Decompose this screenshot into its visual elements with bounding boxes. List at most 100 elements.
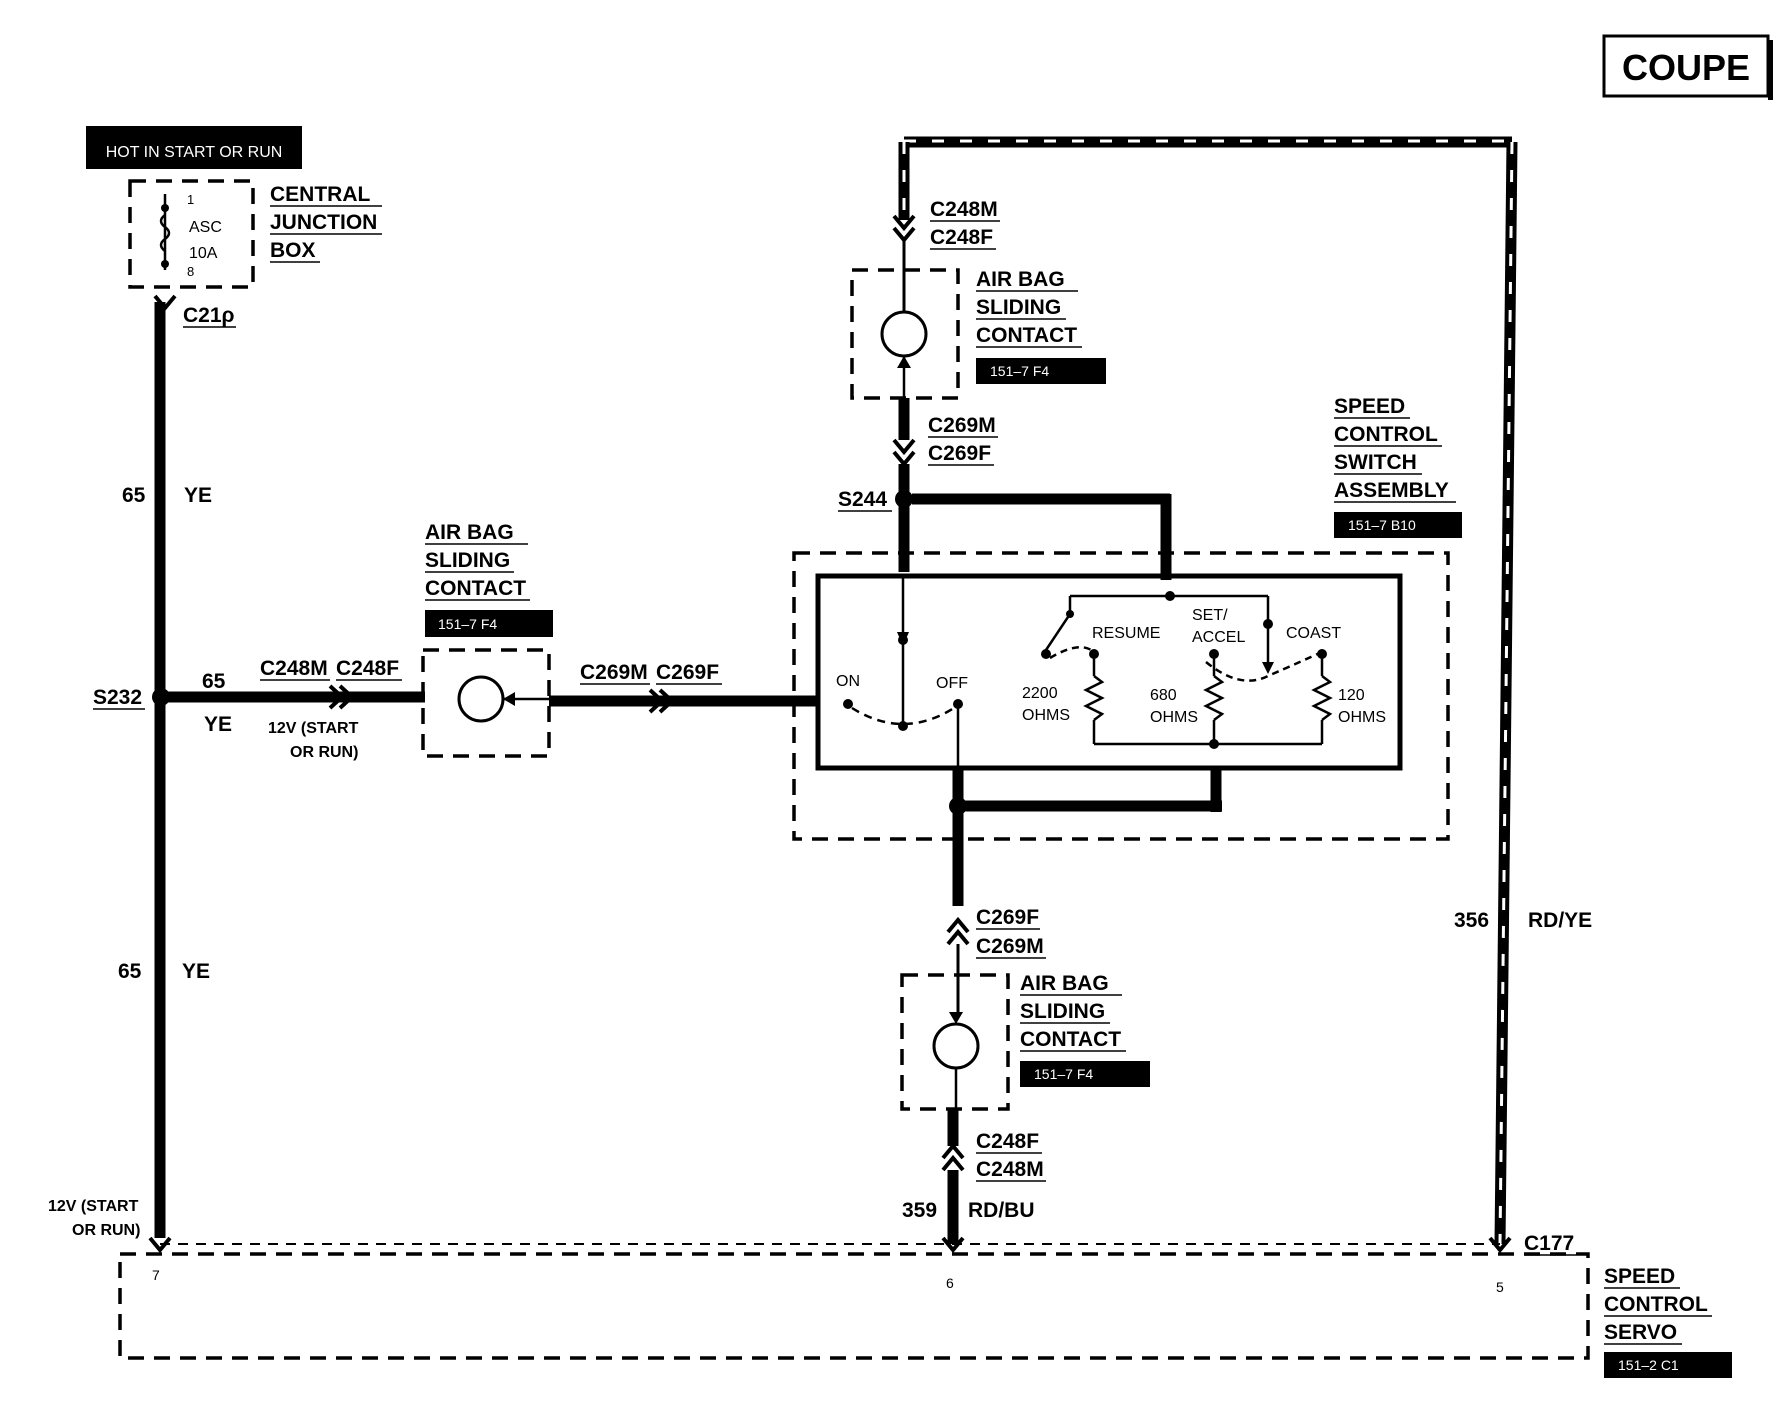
svg-text:OR RUN): OR RUN)	[290, 744, 358, 761]
svg-text:CONTACT: CONTACT	[425, 577, 526, 600]
svg-text:SERVO: SERVO	[1604, 1321, 1677, 1344]
resistor-2200-icon	[1083, 675, 1105, 721]
svg-text:65: 65	[202, 670, 226, 693]
svg-text:SWITCH: SWITCH	[1334, 451, 1417, 474]
svg-text:OFF: OFF	[936, 675, 968, 692]
svg-text:ACCEL: ACCEL	[1192, 629, 1245, 646]
wire-359-number: 359	[902, 1199, 937, 1222]
svg-text:C269F: C269F	[976, 906, 1039, 929]
splice-s244-label: S244	[838, 488, 887, 511]
svg-text:COAST: COAST	[1286, 625, 1341, 642]
wire-65-lower-color: YE	[182, 960, 210, 983]
svg-text:12V (START: 12V (START	[48, 1198, 139, 1215]
svg-text:OHMS: OHMS	[1338, 709, 1386, 726]
svg-text:1: 1	[187, 192, 194, 207]
switch-assembly-label: SPEED CONTROL SWITCH ASSEMBLY 151–7 B10	[1334, 395, 1462, 538]
svg-text:ON: ON	[836, 673, 860, 690]
svg-text:JUNCTION: JUNCTION	[270, 211, 377, 234]
svg-text:151–7 B10: 151–7 B10	[1348, 517, 1416, 533]
fuse-icon	[159, 214, 171, 252]
left-c248-connector: C248M C248F	[260, 657, 402, 710]
bottom-c269-connector: C269F C269M	[946, 906, 1046, 959]
svg-text:AIR BAG: AIR BAG	[976, 268, 1065, 291]
top-c269-connector: C269M C269F	[892, 414, 998, 468]
svg-text:7: 7	[152, 1267, 160, 1283]
svg-text:SLIDING: SLIDING	[1020, 1000, 1105, 1023]
svg-text:ASSEMBLY: ASSEMBLY	[1334, 479, 1449, 502]
cjb-label: CENTRAL JUNCTION BOX	[270, 183, 382, 263]
wire-356-number: 356	[1454, 909, 1489, 932]
coupe-title: COUPE	[1622, 47, 1750, 88]
svg-text:120: 120	[1338, 687, 1365, 704]
svg-text:CONTACT: CONTACT	[1020, 1028, 1121, 1051]
resistor-680-icon	[1203, 675, 1225, 721]
splice-s232-dot	[152, 688, 170, 706]
svg-text:C248M: C248M	[930, 198, 998, 221]
svg-text:SLIDING: SLIDING	[976, 296, 1061, 319]
svg-text:8: 8	[187, 264, 194, 279]
svg-text:SLIDING: SLIDING	[425, 549, 510, 572]
switch-output-splice-dot	[949, 797, 967, 815]
wire-356-right	[1494, 141, 1518, 1245]
svg-text:CENTRAL: CENTRAL	[270, 183, 370, 206]
svg-text:YE: YE	[204, 713, 232, 736]
central-junction-box: 1 ASC 10A 8	[128, 179, 255, 289]
svg-text:5: 5	[1496, 1279, 1504, 1295]
svg-text:ASC: ASC	[189, 219, 222, 236]
svg-text:SPEED: SPEED	[1604, 1265, 1675, 1288]
svg-text:SPEED: SPEED	[1334, 395, 1405, 418]
svg-text:C177: C177	[1524, 1232, 1574, 1255]
svg-text:CONTACT: CONTACT	[976, 324, 1077, 347]
left-c269-connector: C269M C269F	[580, 661, 722, 714]
svg-text:6: 6	[946, 1275, 954, 1291]
wire-65-upper-number: 65	[122, 484, 146, 507]
svg-text:AIR BAG: AIR BAG	[1020, 972, 1109, 995]
svg-text:C248M: C248M	[976, 1158, 1044, 1181]
coupe-title-box: COUPE	[1602, 34, 1773, 100]
svg-text:12V (START: 12V (START	[268, 720, 359, 737]
svg-text:C269F: C269F	[656, 661, 719, 684]
wire-359-color: RD/BU	[968, 1199, 1035, 1222]
airbag-sliding-contact-top: AIR BAG SLIDING CONTACT 151–7 F4	[850, 268, 1106, 400]
svg-text:HOT IN START OR RUN: HOT IN START OR RUN	[106, 144, 283, 161]
svg-text:SET/: SET/	[1192, 607, 1228, 624]
bottom-c248-connector: C248F C248M	[941, 1130, 1046, 1182]
svg-text:C248M: C248M	[260, 657, 328, 680]
svg-text:C248F: C248F	[336, 657, 399, 680]
svg-text:C269M: C269M	[928, 414, 996, 437]
svg-text:RESUME: RESUME	[1092, 625, 1160, 642]
svg-text:10A: 10A	[189, 245, 218, 262]
hot-in-start-or-run-tag: HOT IN START OR RUN	[86, 126, 302, 169]
speed-control-servo: 7 6 5 12V (START OR RUN) C177	[48, 1198, 1590, 1360]
top-c248-connector: C248M C248F	[892, 198, 1000, 250]
svg-text:2200: 2200	[1022, 685, 1058, 702]
svg-text:OHMS: OHMS	[1022, 707, 1070, 724]
wire-65-upper-color: YE	[184, 484, 212, 507]
svg-text:OR RUN): OR RUN)	[72, 1222, 140, 1239]
svg-text:C21ρ: C21ρ	[183, 304, 235, 327]
airbag-sliding-contact-left: AIR BAG SLIDING CONTACT 151–7 F4	[421, 521, 553, 758]
svg-text:C269M: C269M	[580, 661, 648, 684]
splice-s244-dot	[895, 490, 913, 508]
svg-text:C269F: C269F	[928, 442, 991, 465]
c21-connector: C21ρ	[153, 294, 236, 328]
svg-text:C248F: C248F	[976, 1130, 1039, 1153]
svg-text:CONTROL: CONTROL	[1604, 1293, 1708, 1316]
airbag-sliding-contact-bottom: AIR BAG SLIDING CONTACT 151–7 F4	[900, 972, 1150, 1111]
servo-label: SPEED CONTROL SERVO 151–2 C1	[1604, 1265, 1732, 1378]
wire-65-lower-number: 65	[118, 960, 142, 983]
wire-356-color: RD/YE	[1528, 909, 1592, 932]
splice-s232-label: S232	[93, 686, 142, 709]
svg-text:151–7 F4: 151–7 F4	[990, 363, 1049, 379]
resistor-120-icon	[1311, 675, 1333, 721]
svg-text:151–7 F4: 151–7 F4	[438, 616, 497, 632]
svg-text:BOX: BOX	[270, 239, 316, 262]
speed-control-switch-assembly: ON OFF RESUME SET/ ACCEL COAST	[792, 551, 1450, 841]
svg-text:C248F: C248F	[930, 226, 993, 249]
svg-text:C269M: C269M	[976, 935, 1044, 958]
svg-text:CONTROL: CONTROL	[1334, 423, 1438, 446]
svg-text:151–2 C1: 151–2 C1	[1618, 1357, 1679, 1373]
svg-text:151–7 F4: 151–7 F4	[1034, 1066, 1093, 1082]
svg-text:680: 680	[1150, 687, 1177, 704]
